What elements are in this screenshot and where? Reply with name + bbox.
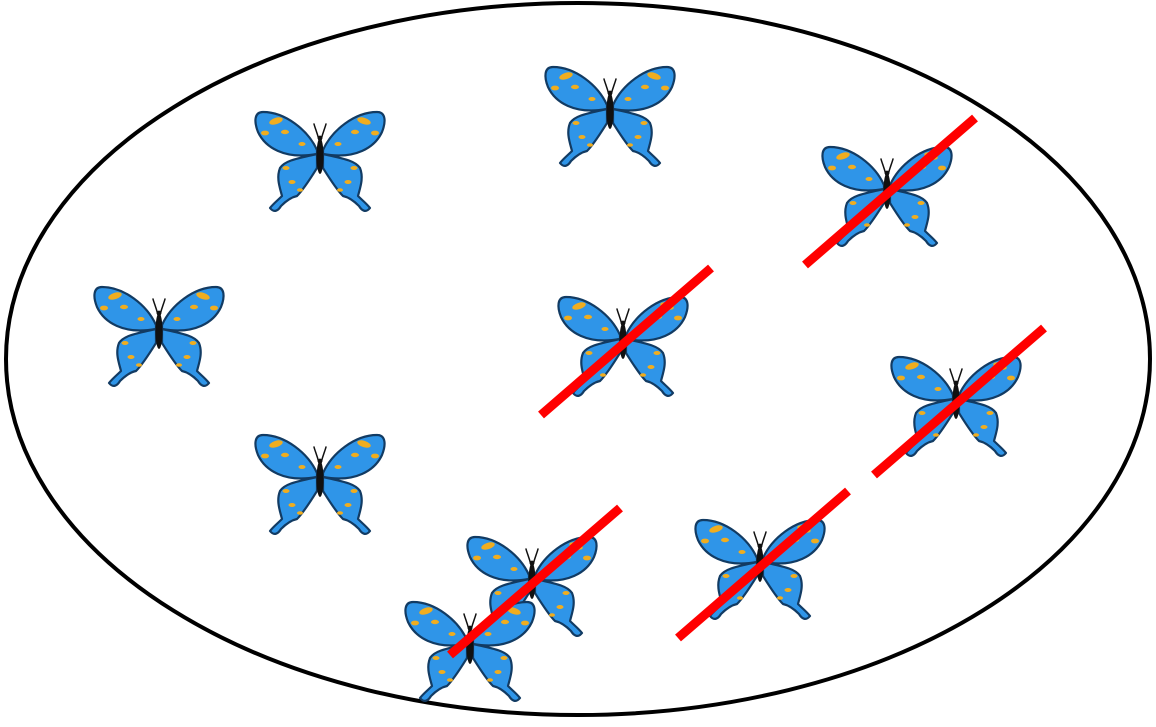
diagram-canvas (0, 0, 1156, 727)
